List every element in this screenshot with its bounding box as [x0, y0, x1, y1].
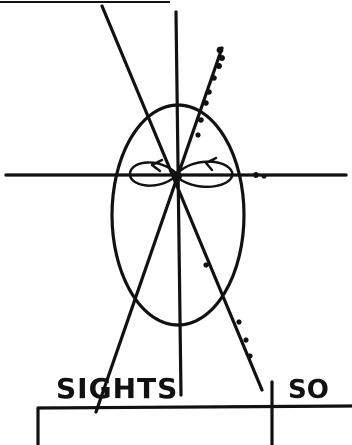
horizontal-dot [261, 173, 266, 178]
diagonal-dot [219, 55, 225, 61]
horizontal-dot [253, 172, 259, 178]
diagonal-dot [217, 47, 224, 54]
heading-right-fragment: SO [288, 375, 329, 405]
label-box [38, 406, 352, 445]
diagonal-dot [195, 132, 200, 137]
diagonal-dot [243, 337, 248, 342]
diagonal-dot [203, 100, 209, 106]
diagonal-line-right-to-left [96, 48, 222, 412]
diagonal-dot [216, 63, 222, 69]
diagonal-dot [236, 319, 241, 324]
diagonal-dot [198, 117, 204, 123]
diagonal-dot [206, 89, 212, 95]
diagonal-dot [211, 75, 217, 81]
diagonal-dot [203, 262, 208, 267]
center-point [172, 171, 182, 181]
diagonal-dot [247, 353, 252, 358]
right-loop-arrow-mark [206, 158, 216, 170]
upper-diagonal-dots [195, 47, 225, 138]
diagonal-line-left-to-right [102, 6, 262, 390]
heading-sights: SIGHTS [56, 372, 178, 405]
vertical-axis-line [176, 12, 181, 395]
